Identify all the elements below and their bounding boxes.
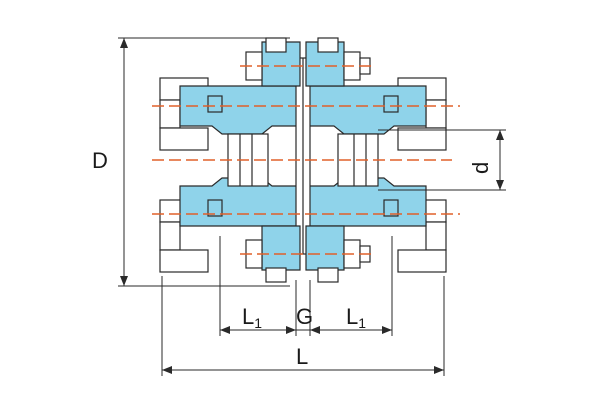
bolt-head-left-top-b — [159, 99, 181, 129]
right-hub-nut-bot — [383, 199, 399, 217]
dimension-d: d — [378, 129, 506, 191]
center-lines — [152, 65, 460, 255]
bolt-head-right-top-c — [397, 127, 447, 151]
bolt-head-left-bot-c — [159, 249, 209, 273]
label-d: d — [468, 162, 493, 174]
upper-washer-left — [265, 37, 287, 53]
label-L1-right: L1 — [346, 304, 366, 331]
label-L: L — [296, 344, 308, 369]
right-hub-upper-body — [305, 85, 427, 135]
bolt-head-left-bot-b — [159, 221, 181, 251]
bolt-head-left-top-c — [159, 127, 209, 151]
right-hub — [305, 85, 427, 227]
bolt-head-right-bot-c — [397, 249, 447, 273]
lower-washer-right — [317, 267, 339, 283]
label-L1-left: L1 — [242, 304, 262, 331]
dimension-L: L — [161, 276, 445, 376]
bolt-head-right-bot-b — [425, 221, 447, 251]
dimension-D: D — [92, 37, 290, 287]
lower-right-flange — [305, 225, 345, 271]
dimension-L1-G-L1: L1 G L1 — [219, 236, 393, 336]
lower-washer-left — [265, 267, 287, 283]
upper-washer-right — [317, 37, 339, 53]
right-hub-nut-top — [383, 95, 399, 113]
center-spacer — [261, 41, 345, 271]
label-G: G — [296, 304, 313, 329]
left-hub-upper-body — [179, 85, 301, 135]
left-hub-nut-top — [207, 95, 223, 113]
lower-left-flange — [261, 225, 301, 271]
label-D: D — [92, 148, 108, 173]
left-hub — [179, 85, 301, 227]
bolt-head-right-top-b — [425, 99, 447, 129]
left-hub-nut-bot — [207, 199, 223, 217]
